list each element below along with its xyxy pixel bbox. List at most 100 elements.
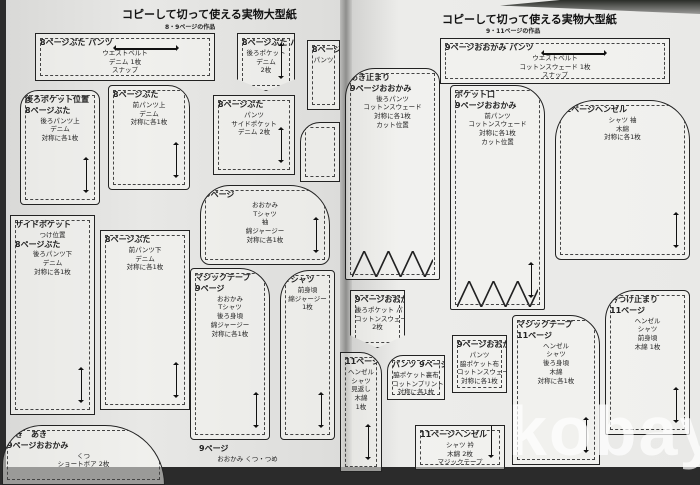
grainline-arrow-icon [278, 127, 283, 163]
piece-label: パンツ [244, 110, 264, 119]
grainline-arrow-icon [173, 362, 178, 398]
grainline-arrow-icon [488, 426, 493, 458]
piece-label: 8ページぶた [312, 45, 339, 54]
piece-label: コットンスウェード [457, 368, 506, 377]
piece-label: 後ろポケット [246, 48, 286, 57]
piece-label: 9ページおおかみ [350, 83, 412, 93]
piece-label: コットンスウェード [363, 103, 422, 112]
piece-label: 対称に各1枚 [461, 377, 498, 386]
piece-label: 木綿 1枚 [634, 342, 661, 351]
piece-label: 綿ジャージー [245, 227, 285, 236]
grainline-arrow-icon [78, 367, 83, 403]
piece-label: 袖 [261, 218, 269, 227]
cut-zigzag-icon [351, 249, 434, 279]
grainline-arrow-icon [673, 212, 678, 248]
piece-label: 11ページ [517, 330, 552, 340]
piece-label: スナップ [112, 66, 138, 75]
piece-label: 綿ジャージー [210, 320, 250, 329]
piece-label: ヘンゼル [348, 367, 374, 376]
piece-label: 対称に各1枚 [126, 263, 164, 272]
piece-label: 前パンツ上 [132, 100, 166, 109]
piece-label: 8ページぶた パンツ [40, 38, 113, 47]
piece-label: 脇ポケット布 [460, 359, 499, 368]
pattern-piece: 8ページぶた前パンツ下デニム対称に各1枚 [100, 230, 190, 410]
piece-label: ウエストベルト [102, 48, 148, 57]
piece-label: 9ページ [199, 444, 229, 453]
pattern-piece [300, 122, 340, 182]
piece-label: 9ページおおかみ パンツ [445, 43, 534, 52]
piece-label: 9ページ [195, 283, 225, 293]
grainline-arrow-icon [540, 50, 607, 56]
piece-label: ポケット口 [455, 90, 495, 99]
piece-label: パンツ 9ページおおかみ [392, 360, 444, 369]
piece-label: 9ページおおかみ [455, 100, 517, 110]
grainline-arrow-icon [583, 417, 588, 453]
grainline-arrow-icon [365, 424, 370, 460]
piece-label: デニム [135, 254, 155, 263]
piece-label: サイドポケット [231, 119, 277, 128]
piece-label: 後ろポケット パンツ [355, 305, 404, 314]
piece-label: コットンスウェード 1枚 [519, 62, 591, 71]
grainline-arrow-icon [173, 142, 178, 178]
piece-label: 綿ジャージー [288, 294, 327, 303]
piece-label: パンツ [313, 55, 334, 64]
piece-label: 木綿 [616, 124, 629, 133]
piece-label: 対称に各1枚 [130, 118, 168, 127]
pattern-piece: 8ページぶた パンツウエストベルトデニム 1枚スナップ [35, 33, 215, 81]
piece-label: 対称に各1枚 [397, 388, 435, 397]
piece-label: 8ページぶた パンツ [242, 38, 294, 47]
piece-label: 後ろ身頃 [217, 312, 243, 321]
piece-label: マジックテープ [517, 320, 573, 329]
piece-label: つけ位置 [39, 230, 66, 239]
left-page-subtitle: 8・9ページの作品 [165, 24, 216, 31]
piece-label: 対称に各1枚 [246, 235, 284, 244]
piece-label: 1枚 [355, 402, 367, 411]
piece-label: くつ [77, 451, 90, 460]
right-page-subtitle: 9・11ページの作品 [486, 28, 541, 35]
piece-label: 8ページぶた [218, 100, 264, 109]
grainline-arrow-icon [83, 157, 88, 193]
watermark: kobay [508, 392, 700, 470]
piece-label: 対称に各1枚 [537, 376, 575, 385]
piece-label: 11ページヘンゼル [420, 430, 487, 439]
piece-label: 対称に各1枚 [41, 134, 79, 143]
cut-zigzag-icon [456, 279, 539, 309]
piece-label: おおかみ [217, 294, 243, 303]
piece-label: 9ページおおかみ [355, 295, 404, 304]
pattern-piece: 9ページおおかみ くつ・つめ [195, 440, 300, 470]
pattern-piece: 9ページおおかみ パンツウエストベルトコットンスウェード 1枚スナップ [440, 38, 670, 84]
piece-label: 8ページぶた [25, 105, 71, 115]
piece-label: あき あき [7, 430, 47, 439]
pattern-piece: 8ページぶた前パンツ上デニム対称に各1枚 [108, 85, 190, 190]
piece-label: Tシャツ [218, 303, 242, 312]
piece-label: コットンスウェード [355, 314, 404, 323]
piece-label: 11ページ [345, 357, 380, 366]
piece-label: 8ページぶた [105, 235, 151, 244]
piece-label: シャツ [351, 376, 371, 385]
piece-label: マジックテープ [195, 273, 251, 282]
pattern-piece: 9ページおおかみパンツ脇ポケット布コットンスウェード対称に各1枚 [452, 335, 507, 393]
piece-label: 対称に各1枚 [34, 267, 71, 276]
piece-label: 木綿 [354, 394, 368, 403]
piece-label: 前パンツ [484, 111, 511, 120]
piece-label: カット位置 [376, 120, 409, 129]
piece-label: カット位置 [481, 137, 514, 146]
piece-label: 木綿 [549, 367, 563, 376]
pattern-piece: 11ページヘンゼルシャツ 衿木綿 2枚マジックテープ [415, 425, 505, 470]
piece-label: 対称に各1枚 [604, 133, 641, 142]
piece-label: 2枚 [372, 323, 383, 332]
piece-label: Tシャツ [253, 209, 277, 218]
piece-label: Tシャツ [285, 275, 315, 284]
piece-label: あき止まり [350, 73, 390, 82]
pattern-piece: 11ページヘンゼルシャツ 袖木綿対称に各1枚 [555, 100, 690, 260]
piece-label: 前身頃 [637, 334, 658, 343]
piece-label: 木綿 2枚 [447, 449, 473, 458]
piece-label: 9ページおおかみ [457, 340, 506, 349]
piece-label: デニム [42, 259, 63, 268]
pattern-piece: 9ページおおかみ後ろポケット パンツコットンスウェード2枚 [350, 290, 405, 348]
